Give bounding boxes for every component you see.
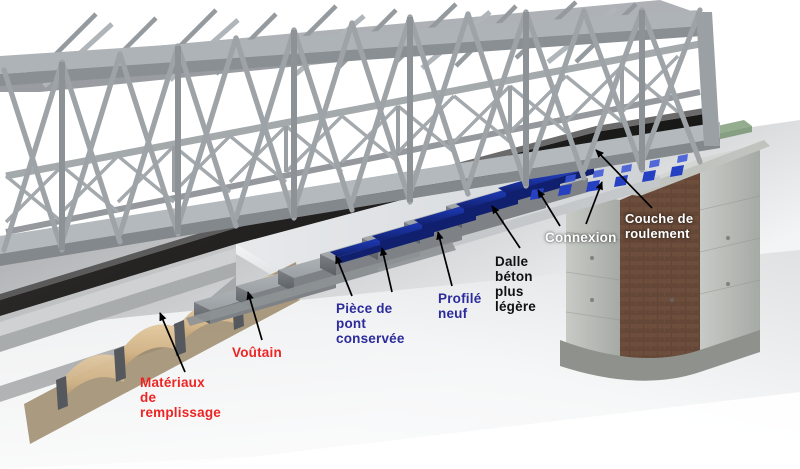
abutment-wing-right [700, 150, 760, 352]
leader-connexion-2 [585, 181, 603, 225]
abutment-plinth [560, 330, 760, 381]
leader-connexion-1 [537, 189, 561, 227]
leader-piece-1 [335, 255, 353, 297]
leader-couche [595, 149, 653, 209]
leader-materiaux [159, 312, 186, 373]
new-steel-profiles [330, 162, 594, 264]
abutment-assembly [560, 120, 770, 381]
abutment-masonry-face [620, 166, 700, 368]
leader-dalle [491, 205, 521, 249]
leader-piece-2 [380, 247, 393, 293]
abutment-wing-left [566, 192, 620, 368]
leader-lines [159, 149, 653, 373]
truss-near-girder [0, 7, 720, 266]
leader-voutain [246, 291, 263, 341]
leader-profile [436, 231, 453, 287]
deck-left-kerb [0, 248, 236, 336]
